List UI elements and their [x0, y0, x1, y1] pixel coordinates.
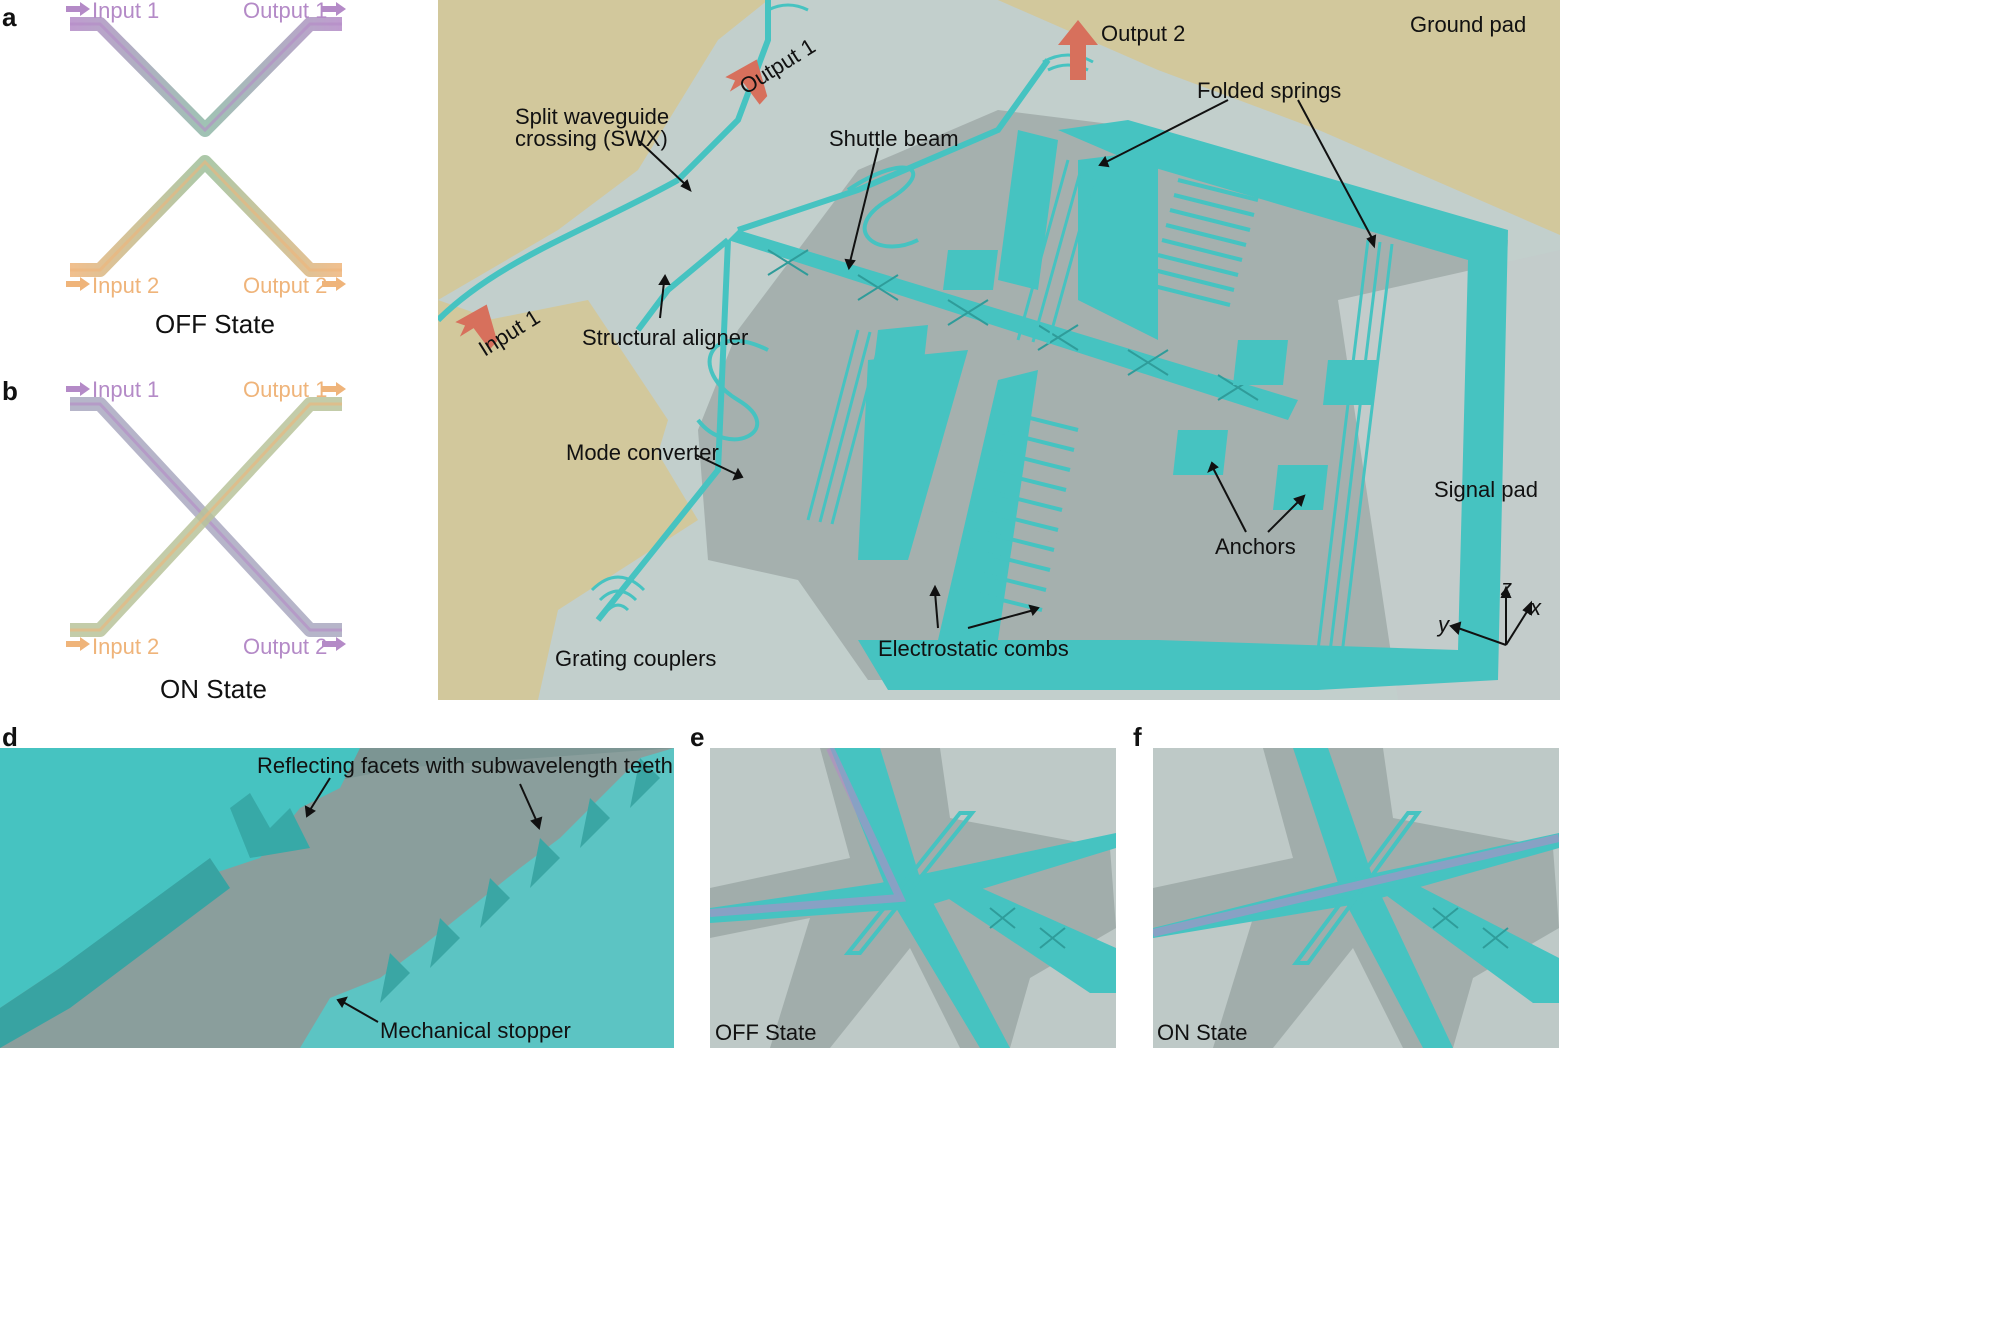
panel-f-state-label: ON State [1157, 1020, 1248, 1045]
panel-f-on-state-render [1153, 748, 1559, 1048]
ground-pad-label: Ground pad [1410, 12, 1527, 37]
grating-couplers-label: Grating couplers [555, 646, 717, 671]
signal-pad-label: Signal pad [1434, 477, 1538, 502]
panel-e-letter: e [690, 722, 705, 752]
panel-a-output1-label: Output 1 [243, 0, 328, 23]
panel-d-letter: d [2, 722, 18, 752]
panel-a-switch-diagram [66, 2, 346, 291]
input1-port-arrow-icon [455, 304, 498, 350]
panel-b-input1-label: Input 1 [92, 377, 160, 402]
panel-e-state-label: OFF State [715, 1020, 817, 1045]
mechanical-stopper-label: Mechanical stopper [380, 1018, 571, 1043]
output1-arrow-icon [322, 382, 346, 396]
panel-e-off-state-render [710, 748, 1116, 1048]
panel-a-state-label: OFF State [155, 309, 275, 339]
input2-arrow-icon [66, 277, 90, 291]
axis-x-label: x [1530, 595, 1541, 620]
panel-a-output2-label: Output 2 [243, 273, 328, 298]
panel-b-output2-label: Output 2 [243, 634, 328, 659]
anchors-label: Anchors [1215, 534, 1296, 559]
structural-aligner-label: Structural aligner [582, 325, 749, 350]
swx-label-line2: crossing (SWX) [515, 126, 668, 151]
panel-b-input2-label: Input 2 [92, 634, 160, 659]
panel-d-facet-render [0, 748, 674, 1048]
panel-b-state-label: ON State [160, 674, 267, 704]
output2-arrow-icon [322, 277, 346, 291]
mode-converter-label: Mode converter [566, 440, 719, 465]
output1-port-arrow-icon [725, 59, 768, 105]
input2-arrow-icon [66, 637, 90, 651]
input1-arrow-icon [66, 382, 90, 396]
output2-arrow-icon [322, 637, 346, 651]
panel-a-input2-label: Input 2 [92, 273, 160, 298]
panel-a-input1-label: Input 1 [92, 0, 160, 23]
axis-triad-icon [1449, 585, 1532, 646]
panel-b-output1-label: Output 1 [243, 377, 328, 402]
output2-port-arrow-icon [1058, 20, 1098, 80]
reflecting-facets-label: Reflecting facets with subwavelength tee… [257, 753, 673, 778]
shuttle-beam-label: Shuttle beam [829, 126, 959, 151]
panel-f-letter: f [1133, 722, 1142, 752]
panel-b-switch-diagram [66, 382, 346, 651]
output1-arrow-icon [322, 2, 346, 16]
axis-y-label: y [1438, 612, 1449, 637]
panel-c-device-render [438, 0, 1560, 700]
output2-port-label: Output 2 [1101, 21, 1186, 46]
axis-z-label: z [1501, 575, 1512, 600]
swx-label-line1: Split waveguide [515, 104, 670, 129]
input1-arrow-icon [66, 2, 90, 16]
panel-b-letter: b [2, 376, 18, 406]
panel-a-letter: a [2, 2, 17, 32]
folded-springs-label: Folded springs [1197, 78, 1342, 103]
electrostatic-combs-label: Electrostatic combs [878, 636, 1069, 661]
